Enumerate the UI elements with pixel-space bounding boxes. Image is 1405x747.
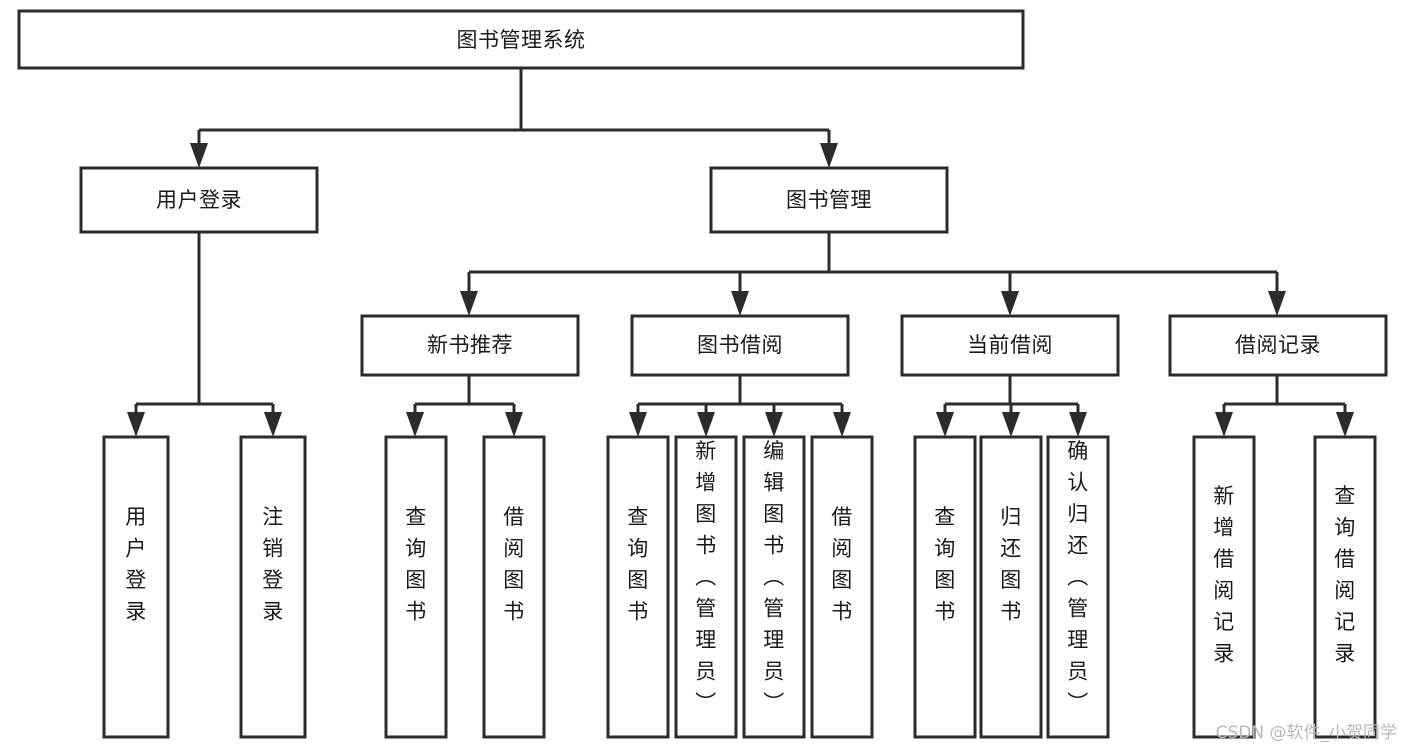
node-leaf-query-book-1-box[interactable] bbox=[384, 435, 448, 739]
node-leaf-borrow-book-1-label: 借阅图书 bbox=[503, 505, 525, 624]
arrowhead-leaf-return-book bbox=[1002, 412, 1020, 437]
node-leaf-query-book-2-label: 查询图书 bbox=[627, 505, 649, 624]
arrowhead-book-borrow bbox=[731, 291, 749, 316]
node-leaf-query-record-box[interactable] bbox=[1313, 435, 1377, 739]
node-leaf-logout[interactable]: 注销登录 bbox=[239, 435, 307, 739]
arrowhead-new-book-rec bbox=[460, 291, 478, 316]
node-leaf-borrow-book-2-box[interactable] bbox=[810, 435, 874, 739]
connector-bookborrow-to-leaves bbox=[636, 375, 844, 424]
arrowhead-leaf-query-book-2 bbox=[629, 412, 647, 437]
arrowhead-leaf-edit-book bbox=[765, 412, 783, 437]
arrowhead-leaf-borrow-book-1 bbox=[505, 412, 523, 437]
node-leaf-query-book-3[interactable]: 查询图书 bbox=[913, 435, 977, 739]
node-current-borrow[interactable]: 当前借阅 bbox=[900, 314, 1120, 377]
arrowhead-leaf-query-book-1 bbox=[406, 412, 424, 437]
node-leaf-add-book-label: 新增图书︵管理员︶ bbox=[695, 439, 717, 715]
arrowhead-leaf-user-login bbox=[127, 412, 145, 437]
node-user-login-label: 用户登录 bbox=[156, 188, 242, 212]
node-new-book-recommend-box[interactable] bbox=[360, 314, 580, 377]
arrowhead-book-manage bbox=[820, 143, 838, 168]
node-book-manage-box[interactable] bbox=[709, 166, 949, 234]
node-leaf-user-login[interactable]: 用户登录 bbox=[102, 435, 170, 739]
connector-borrowrecord-to-leaves bbox=[1222, 375, 1347, 424]
node-book-manage-label: 图书管理 bbox=[786, 188, 872, 212]
node-leaf-query-book-1[interactable]: 查询图书 bbox=[384, 435, 448, 739]
node-user-login[interactable]: 用户登录 bbox=[79, 166, 319, 234]
node-current-borrow-box[interactable] bbox=[900, 314, 1120, 377]
node-leaf-add-record[interactable]: 新增借阅记录 bbox=[1192, 435, 1256, 739]
node-leaf-user-login-box[interactable] bbox=[102, 435, 170, 739]
node-leaf-borrow-book-2-label: 借阅图书 bbox=[831, 505, 853, 624]
node-leaf-user-login-label: 用户登录 bbox=[125, 505, 147, 624]
node-leaf-query-record-label: 查询借阅记录 bbox=[1334, 484, 1356, 666]
node-user-login-box[interactable] bbox=[79, 166, 319, 234]
node-leaf-confirm-return[interactable]: 确认归还︵管理员︶ bbox=[1046, 435, 1110, 739]
node-leaf-edit-book-label: 编辑图书︵管理员︶ bbox=[763, 439, 785, 715]
node-new-book-recommend[interactable]: 新书推荐 bbox=[360, 314, 580, 377]
node-leaf-query-record[interactable]: 查询借阅记录 bbox=[1313, 435, 1377, 739]
arrowhead-current-borrow bbox=[1001, 291, 1019, 316]
node-borrow-record[interactable]: 借阅记录 bbox=[1168, 314, 1388, 377]
node-leaf-borrow-book-1-box[interactable] bbox=[482, 435, 546, 739]
node-leaf-add-book[interactable]: 新增图书︵管理员︶ bbox=[674, 435, 738, 739]
connector-newbookrec-to-leaves bbox=[413, 375, 516, 424]
node-borrow-record-label: 借阅记录 bbox=[1235, 333, 1321, 357]
connector-userlogin-to-leaves bbox=[134, 232, 275, 424]
arrowhead-leaf-query-record bbox=[1336, 412, 1354, 437]
arrowhead-leaf-confirm-return bbox=[1069, 412, 1087, 437]
node-leaf-return-book-box[interactable] bbox=[979, 435, 1043, 739]
node-leaf-query-book-3-box[interactable] bbox=[913, 435, 977, 739]
node-leaf-logout-label: 注销登录 bbox=[262, 505, 284, 624]
node-book-borrow-box[interactable] bbox=[630, 314, 850, 377]
node-leaf-query-book-1-label: 查询图书 bbox=[405, 505, 427, 624]
node-leaf-edit-book[interactable]: 编辑图书︵管理员︶ bbox=[742, 435, 806, 739]
node-current-borrow-label: 当前借阅 bbox=[967, 333, 1053, 357]
node-leaf-query-book-3-label: 查询图书 bbox=[934, 505, 956, 624]
node-leaf-add-book-box[interactable] bbox=[674, 435, 738, 739]
arrowhead-leaf-add-book bbox=[697, 412, 715, 437]
arrowhead-user-login bbox=[190, 143, 208, 168]
node-book-borrow-label: 图书借阅 bbox=[697, 333, 783, 357]
node-leaf-query-book-2-box[interactable] bbox=[606, 435, 670, 739]
node-root[interactable]: 图书管理系统 bbox=[17, 9, 1025, 70]
node-leaf-add-record-label: 新增借阅记录 bbox=[1213, 484, 1235, 666]
arrowhead-leaf-query-book-3 bbox=[936, 412, 954, 437]
node-leaf-confirm-return-label: 确认归还︵管理员︶ bbox=[1067, 439, 1089, 715]
node-leaf-add-record-box[interactable] bbox=[1192, 435, 1256, 739]
node-leaf-logout-box[interactable] bbox=[239, 435, 307, 739]
node-leaf-confirm-return-box[interactable] bbox=[1046, 435, 1110, 739]
node-root-label: 图书管理系统 bbox=[457, 28, 586, 52]
arrowhead-borrow-record bbox=[1268, 291, 1286, 316]
node-leaf-return-book-label: 归还图书 bbox=[1000, 505, 1022, 624]
connector-layer bbox=[127, 68, 1354, 437]
arrowhead-leaf-add-record bbox=[1215, 412, 1233, 437]
node-leaf-return-book[interactable]: 归还图书 bbox=[979, 435, 1043, 739]
connector-root-to-level2 bbox=[197, 68, 831, 155]
node-root-box[interactable] bbox=[17, 9, 1025, 70]
node-leaf-borrow-book-1[interactable]: 借阅图书 bbox=[482, 435, 546, 739]
arrowhead-leaf-logout bbox=[264, 412, 282, 437]
node-leaf-query-book-2[interactable]: 查询图书 bbox=[606, 435, 670, 739]
node-book-manage[interactable]: 图书管理 bbox=[709, 166, 949, 234]
node-leaf-edit-book-box[interactable] bbox=[742, 435, 806, 739]
connector-bookmanage-to-level3 bbox=[467, 232, 1279, 303]
node-new-book-recommend-label: 新书推荐 bbox=[427, 333, 513, 357]
arrowhead-leaf-borrow-book-2 bbox=[833, 412, 851, 437]
node-leaf-borrow-book-2[interactable]: 借阅图书 bbox=[810, 435, 874, 739]
csdn-watermark: CSDN @软件_小贺同学 bbox=[1215, 723, 1397, 743]
node-book-borrow[interactable]: 图书借阅 bbox=[630, 314, 850, 377]
node-borrow-record-box[interactable] bbox=[1168, 314, 1388, 377]
